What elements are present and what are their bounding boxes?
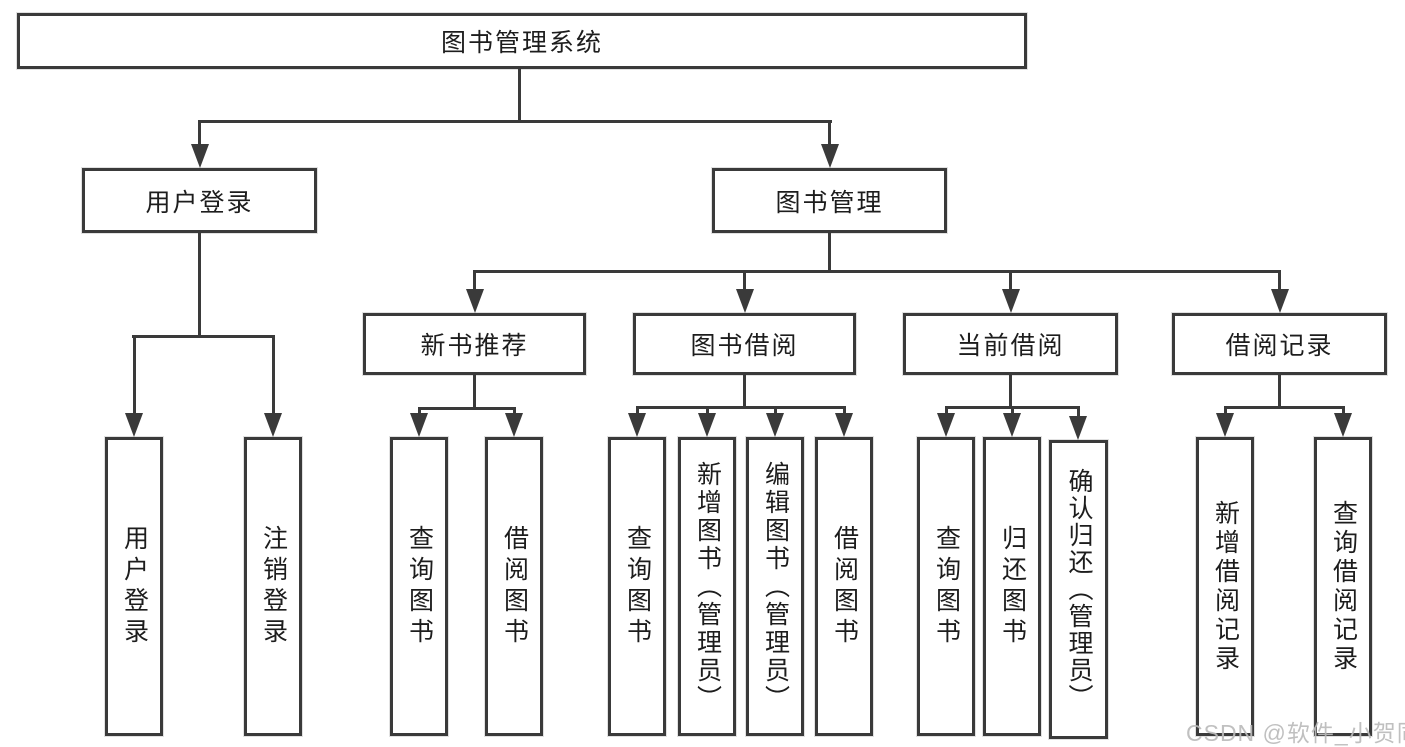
leaf-user-login: 用户登录: [105, 437, 163, 736]
leaf-records-add-borrow-record: 新增借阅记录: [1196, 437, 1254, 736]
connector-l2-right-drop: [828, 120, 831, 146]
leaf-recommend-borrow-books: 借阅图书: [485, 437, 543, 736]
node-book-borrowing: 图书借阅: [633, 313, 856, 375]
leaf-borrowing-query-books: 查询图书: [608, 437, 666, 736]
arrowhead-recommend-query: [410, 413, 428, 437]
arrowhead-records-query: [1334, 413, 1352, 437]
arrowhead-leaf-logout: [264, 413, 282, 437]
leaf-borrowing-borrow-books: 借阅图书: [815, 437, 873, 736]
arrowhead-borrowing-borrow: [835, 413, 853, 437]
leaf-recommend-query-books: 查询图书: [390, 437, 448, 736]
node-book-management: 图书管理: [712, 168, 947, 233]
arrowhead-book-management: [821, 144, 839, 168]
arrowhead-book-borrowing: [736, 289, 754, 313]
connector-userlogin-right-drop: [272, 335, 275, 415]
connector-userlogin-stem: [198, 233, 201, 335]
connector-recommend-stem: [473, 375, 476, 407]
arrowhead-user-login: [191, 144, 209, 168]
connector-l3-drop-4: [1278, 270, 1281, 291]
leaf-current-return-books: 归还图书: [983, 437, 1041, 736]
connector-bookmgmt-stem: [828, 233, 831, 270]
arrowhead-recommend-borrow: [505, 413, 523, 437]
leaf-borrowing-add-books-admin: 新增图书（管理员）: [678, 437, 736, 736]
leaf-logout: 注销登录: [244, 437, 302, 736]
connector-borrowing-drop-4: [843, 406, 846, 415]
connector-l3-hline: [473, 270, 1281, 273]
connector-records-stem: [1278, 375, 1281, 406]
connector-l2-left-drop: [198, 120, 201, 146]
arrowhead-current-return: [1003, 413, 1021, 437]
connector-borrowing-drop-2: [706, 406, 709, 415]
arrowhead-borrow-records: [1271, 289, 1289, 313]
connector-current-drop-1: [945, 406, 948, 415]
node-current-borrowing: 当前借阅: [903, 313, 1118, 375]
connector-l3-drop-2: [743, 270, 746, 291]
leaf-current-query-books: 查询图书: [917, 437, 975, 736]
connector-l2-hline: [198, 120, 832, 123]
leaf-current-confirm-return-admin: 确认归还（管理员）: [1049, 440, 1108, 739]
arrowhead-records-add: [1216, 413, 1234, 437]
arrowhead-borrowing-query: [628, 413, 646, 437]
node-new-book-recommend: 新书推荐: [363, 313, 586, 375]
arrowhead-current-query: [937, 413, 955, 437]
connector-borrowing-drop-3: [774, 406, 777, 415]
connector-l3-drop-3: [1009, 270, 1012, 291]
connector-records-drop-1: [1224, 406, 1227, 415]
arrowhead-borrowing-add: [698, 413, 716, 437]
connector-current-drop-3: [1077, 406, 1080, 418]
connector-recommend-hline: [418, 407, 516, 410]
arrowhead-current-borrowing: [1002, 289, 1020, 313]
connector-records-drop-2: [1342, 406, 1345, 415]
connector-borrowing-hline: [636, 406, 846, 409]
connector-borrowing-stem: [743, 375, 746, 406]
leaf-borrowing-edit-books-admin: 编辑图书（管理员）: [746, 437, 804, 736]
connector-recommend-drop-1: [418, 407, 421, 415]
connector-userlogin-left-drop: [133, 335, 136, 415]
connector-borrowing-drop-1: [636, 406, 639, 415]
connector-current-stem: [1009, 375, 1012, 406]
arrowhead-new-book-recommend: [466, 289, 484, 313]
arrowhead-borrowing-edit: [766, 413, 784, 437]
arrowhead-current-confirm: [1069, 416, 1087, 440]
connector-recommend-drop-2: [513, 407, 516, 415]
node-root-library-system: 图书管理系统: [17, 13, 1027, 69]
csdn-watermark: CSDN @软件_小贺同学: [1186, 720, 1405, 746]
connector-records-hline: [1224, 406, 1345, 409]
node-user-login: 用户登录: [82, 168, 317, 233]
arrowhead-leaf-user-login: [125, 413, 143, 437]
node-borrow-records: 借阅记录: [1172, 313, 1387, 375]
connector-l3-drop-1: [473, 270, 476, 291]
connector-userlogin-hline: [132, 335, 274, 338]
leaf-records-query-borrow-record: 查询借阅记录: [1314, 437, 1372, 736]
connector-root-stem: [518, 69, 521, 120]
connector-current-drop-2: [1011, 406, 1014, 415]
